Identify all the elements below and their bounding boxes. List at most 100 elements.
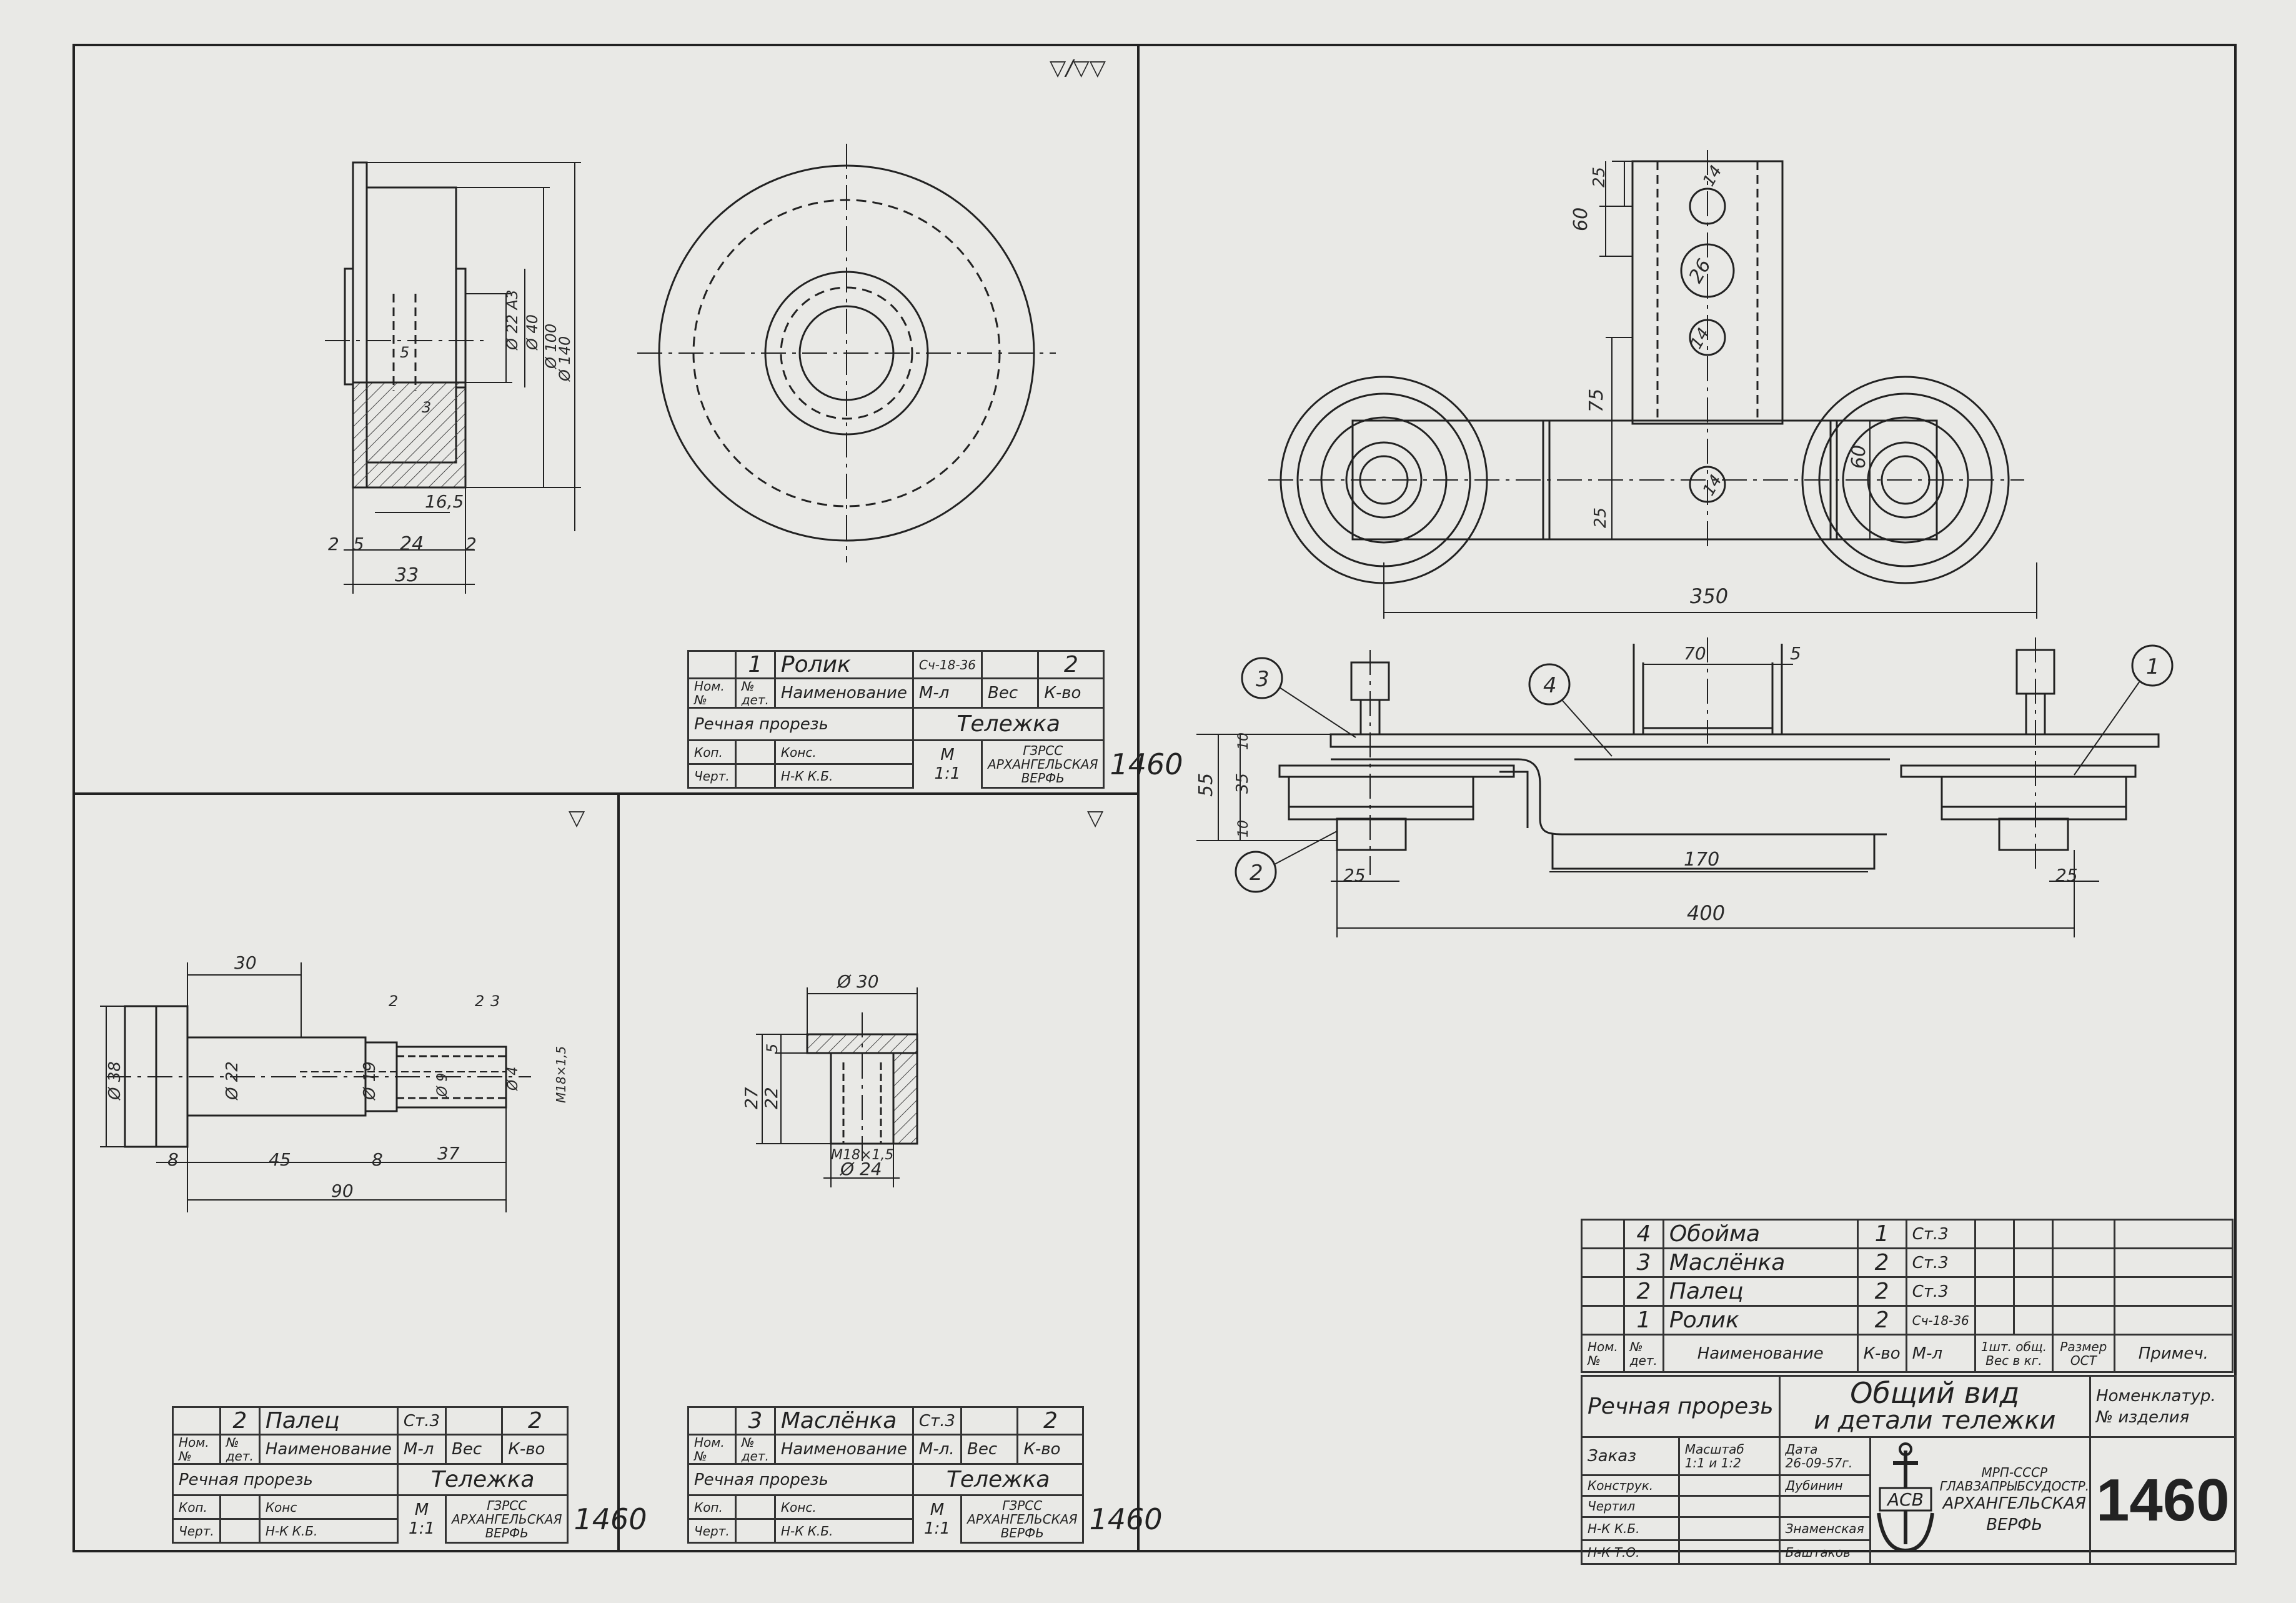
palec-hdr-name: Наименование: [258, 1434, 399, 1465]
callout-1: 1: [2146, 654, 2160, 679]
rolik-pos: 1: [734, 650, 776, 679]
maslenka-title-block: 3 Маслёнка Ст.3 2 Ном. № № дет. Наименов…: [687, 1406, 1168, 1544]
main-person-3: Баштаков: [1778, 1539, 1871, 1565]
palec-name: Палец: [258, 1406, 399, 1436]
palec-org-2: АРХАНГЕЛЬСКАЯ: [452, 1511, 562, 1527]
dim-maslenka-d24: Ø 24: [840, 1159, 882, 1179]
dim-rolik-d140: Ø 140: [556, 336, 574, 382]
parts-qty: 2: [1856, 1276, 1907, 1307]
palec-view: [100, 962, 531, 1212]
dim-palec-90: 90: [331, 1181, 354, 1201]
callout-2: 2: [1250, 861, 1263, 886]
parts-row: 4 Обойма 1 Ст.3: [1581, 1219, 2234, 1249]
dim-palec-d22: Ø 22: [223, 1061, 242, 1101]
rolik-scale-label: М: [940, 746, 955, 765]
maslenka-sheet-number: 1460: [1089, 1502, 1163, 1536]
callout-3: 3: [1256, 667, 1270, 692]
parts-material: Ст.3: [1905, 1276, 1976, 1307]
main-hdr-nom: Ном. №: [1581, 1334, 1625, 1373]
rolik-material: Сч-18-36: [912, 650, 983, 679]
dim-maslenka-22: 22: [761, 1087, 782, 1109]
rolik-section-view: [325, 161, 581, 594]
palec-title: Тележка: [396, 1463, 569, 1496]
dim-palec-2a: 2: [389, 992, 398, 1010]
palec-org-1: ГЗРСС: [487, 1497, 527, 1513]
rolik-title: Тележка: [912, 707, 1105, 741]
dim-maslenka-27: 27: [741, 1087, 762, 1109]
dim-palec-m18: М18×1,5: [554, 1046, 569, 1103]
parts-pos: 4: [1623, 1219, 1664, 1249]
rolik-hdr-mat: М-л: [912, 677, 983, 709]
dim-side-170: 170: [1684, 849, 1719, 871]
parts-qty: 1: [1856, 1219, 1907, 1249]
rolik-role-nk: Н-К К.Б.: [773, 763, 914, 789]
dim-side-25a: 25: [1343, 865, 1366, 886]
parts-row: 1 Ролик 2 Сч-18-36: [1581, 1305, 2234, 1336]
main-person-1: Дубинин: [1778, 1474, 1871, 1497]
dim-maslenka-m18: М18×1,5: [831, 1147, 893, 1163]
dim-side-35: 35: [1233, 773, 1252, 794]
maslenka-hdr-nom: Ном. №: [687, 1434, 737, 1465]
roughness-mark-maslenka: ▽: [1087, 806, 1104, 831]
main-hdr-weight-2: общ.: [2015, 1339, 2047, 1354]
dim-rolik-d40: Ø 40: [524, 314, 541, 351]
rolik-org-1: ГЗРСС: [1023, 742, 1063, 758]
dim-plan-d26: 26: [1685, 255, 1716, 287]
main-sheet-number: 1460: [2089, 1436, 2237, 1565]
palec-role-nk: Н-К К.Б.: [258, 1518, 399, 1544]
rolik-sheet-number: 1460: [1110, 747, 1183, 781]
main-role-nkto: Н-К Т.О.: [1581, 1539, 1680, 1565]
main-person-2: Знаменская: [1778, 1516, 1871, 1542]
parts-material: Сч-18-36: [1905, 1305, 1976, 1336]
dim-side-400: 400: [1687, 901, 1725, 925]
main-signature-nkto: [1677, 1539, 1781, 1565]
parts-pos: 1: [1623, 1305, 1664, 1336]
dim-rolik-5b: 5: [353, 534, 364, 554]
palec-hdr-qty: К-во: [501, 1434, 569, 1465]
palec-scale-label: М: [414, 1501, 429, 1520]
maslenka-org-1: ГЗРСС: [1002, 1497, 1043, 1513]
palec-role-kop: Коп.: [172, 1494, 221, 1520]
dim-side-55: 55: [1195, 773, 1217, 797]
main-date: 26-09-57г.: [1785, 1455, 1853, 1471]
rolik-signature-cher: [734, 763, 776, 789]
main-signature-chertil: [1677, 1495, 1781, 1518]
dim-plan-25a: 25: [1590, 167, 1609, 187]
palec-dims: 30 Ø 38 Ø 22 Ø 19 Ø 9 Ø 4 М18×1,5 2 2 3 …: [106, 952, 569, 1201]
main-hdr-size-1: Размер: [2060, 1339, 2107, 1354]
dim-plan-25b: 25: [1591, 507, 1610, 528]
main-signature-konstr: [1677, 1474, 1781, 1497]
maslenka-scale-label: М: [930, 1501, 945, 1520]
rolik-title-block: 1 Ролик Сч-18-36 2 Ном. № № дет. Наимено…: [687, 650, 1188, 789]
palec-title-block: 2 Палец Ст.3 2 Ном. № № дет. Наименовани…: [172, 1406, 652, 1544]
maslenka-signature-cher: [734, 1518, 776, 1544]
rolik-qty: 2: [1037, 650, 1105, 679]
maslenka-title: Тележка: [912, 1463, 1085, 1496]
main-scale: 1:1 и 1:2: [1684, 1455, 1741, 1471]
parts-name: Обойма: [1662, 1219, 1859, 1249]
dim-side-10b: 10: [1236, 820, 1251, 837]
trolley-plan-view: [1268, 150, 2037, 619]
maslenka-name: Маслёнка: [773, 1406, 914, 1436]
dim-side-25b: 25: [2055, 865, 2078, 886]
rolik-hdr-name: Наименование: [773, 677, 914, 709]
palec-sheet-number: 1460: [574, 1502, 647, 1536]
main-nomen-2: № изделия: [2096, 1407, 2190, 1427]
parts-list: 4 Обойма 1 Ст.3 3 Маслёнка 2 Ст.3 2 Пале…: [1581, 1219, 2234, 1373]
parts-qty: 2: [1856, 1247, 1907, 1278]
rolik-hdr-qty: К-во: [1037, 677, 1105, 709]
dim-side-10a: 10: [1236, 732, 1251, 750]
main-zakaz: Заказ: [1581, 1436, 1680, 1476]
palec-signature-kop: [219, 1494, 261, 1520]
dim-palec-45: 45: [269, 1149, 291, 1170]
main-hdr-weight-1: 1шт.: [1980, 1339, 2012, 1354]
dim-palec-d19: Ø 19: [360, 1061, 379, 1101]
parts-qty: 2: [1856, 1305, 1907, 1336]
palec-hdr-weight: Вес: [445, 1434, 504, 1465]
main-hdr-weight-sub: Вес в кг.: [1985, 1352, 2042, 1368]
dim-palec-d38: Ø 38: [106, 1061, 124, 1101]
dim-plan-60a: 60: [1570, 207, 1592, 231]
rolik-hdr-weight: Вес: [981, 677, 1040, 709]
